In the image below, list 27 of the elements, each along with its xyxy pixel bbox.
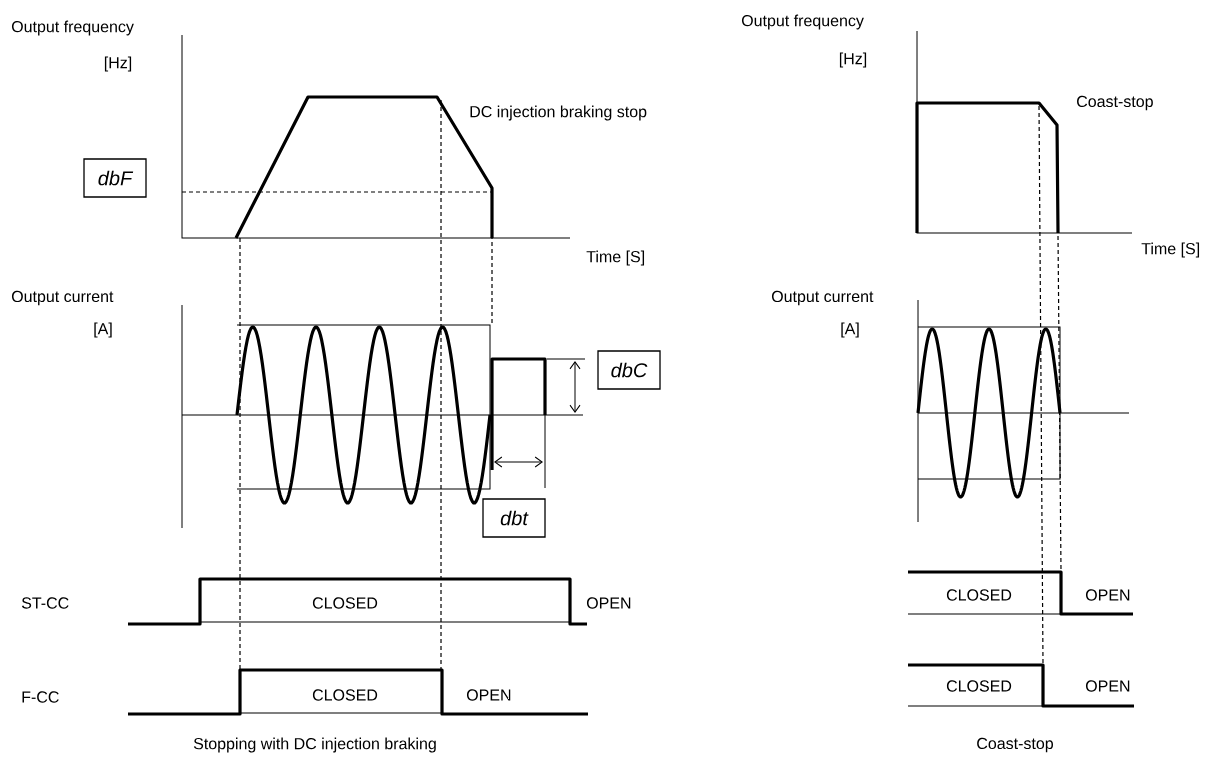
label: F-CC xyxy=(22,691,59,703)
label: Time [S] xyxy=(1141,242,1200,258)
label: Coast-stop xyxy=(1077,95,1153,111)
label: Time [S] xyxy=(586,250,645,266)
label: Output current xyxy=(771,290,874,306)
label: CLOSED xyxy=(312,597,378,609)
label: Stopping with DC injection braking xyxy=(193,737,436,753)
label: OPEN xyxy=(586,597,631,609)
label: CLOSED xyxy=(312,689,378,701)
label: Output frequency xyxy=(741,14,864,30)
label: ST-CC xyxy=(21,597,69,609)
label: [Hz] xyxy=(104,56,132,72)
label: [A] xyxy=(94,322,112,338)
label: OPEN xyxy=(466,689,511,701)
label: OPEN xyxy=(1085,589,1130,601)
parameter-box: dbF xyxy=(83,158,147,198)
label: Output frequency xyxy=(11,20,134,36)
label: [A] xyxy=(841,322,859,338)
label: Coast-stop xyxy=(977,737,1053,753)
parameter-box: dbC xyxy=(597,350,661,390)
label: [Hz] xyxy=(839,52,867,68)
label: CLOSED xyxy=(946,589,1012,601)
label: Output current xyxy=(11,290,114,306)
label: DC injection braking stop xyxy=(470,105,647,121)
label: CLOSED xyxy=(946,680,1012,692)
parameter-box: dbt xyxy=(482,498,546,538)
label: OPEN xyxy=(1085,680,1130,692)
